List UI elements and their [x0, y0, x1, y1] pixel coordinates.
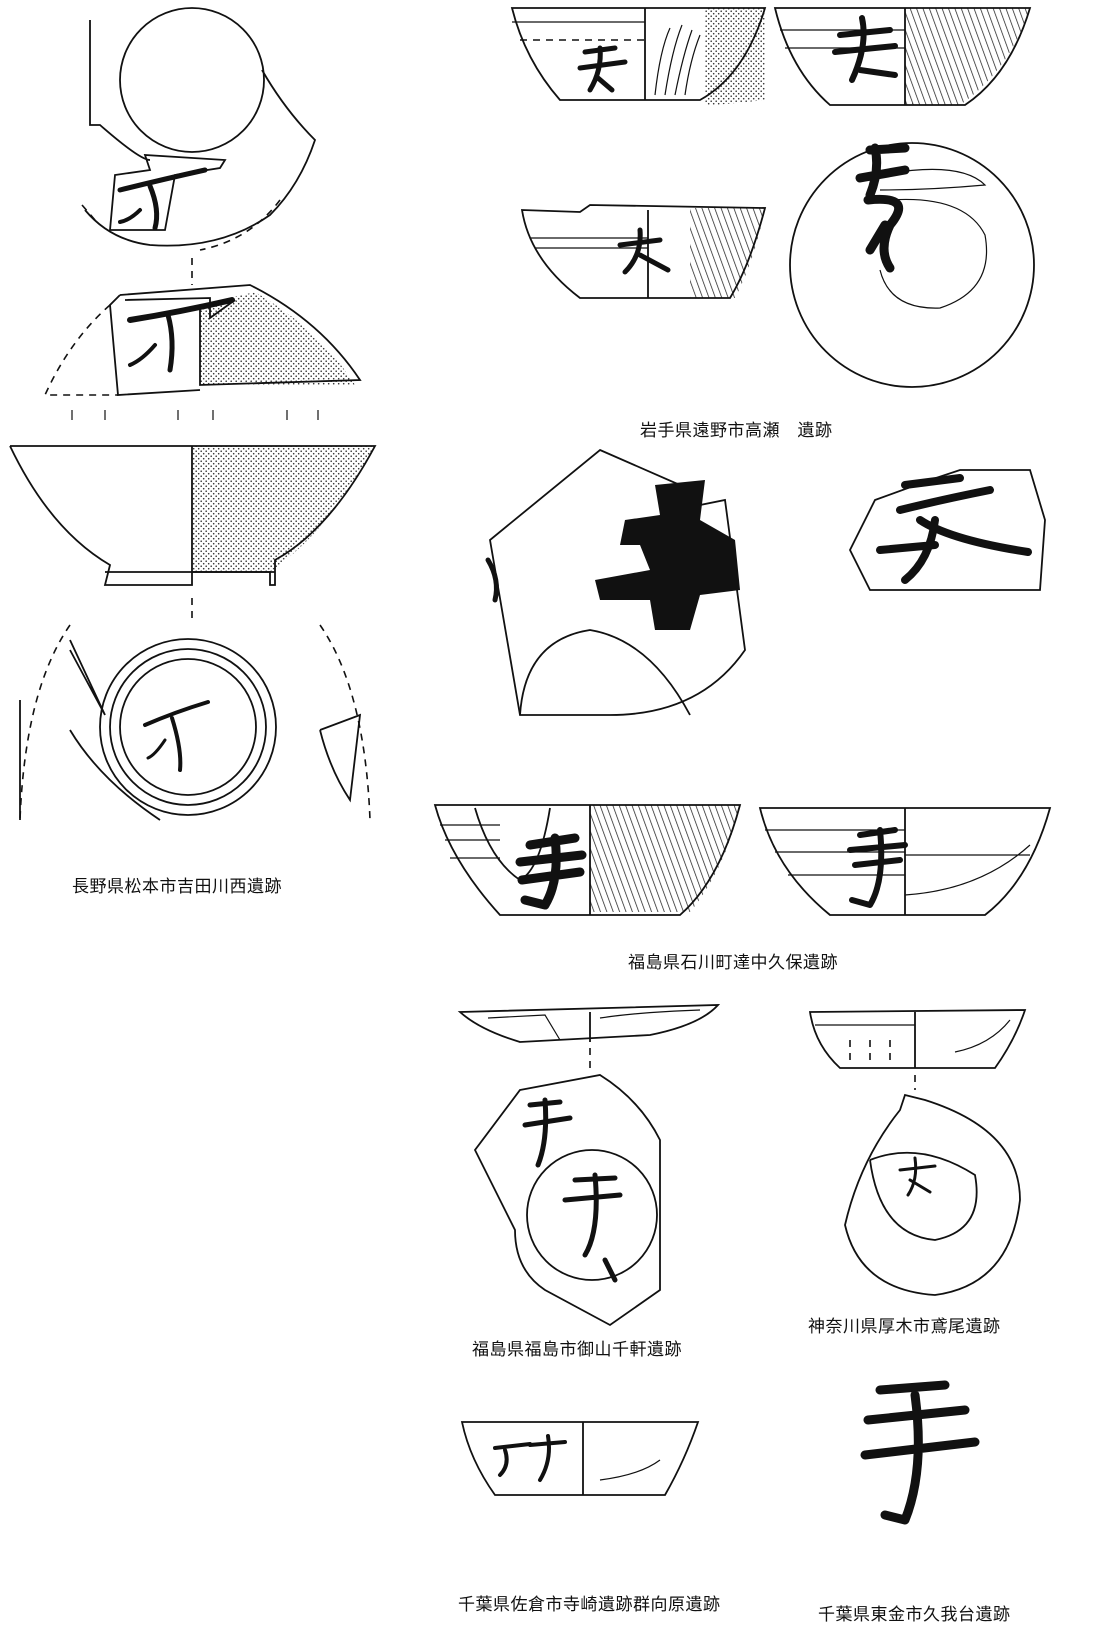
nagano-profile-section — [9, 445, 377, 586]
nagano-bowl-drawing — [9, 7, 377, 821]
iwate-bowls-drawing — [510, 7, 1035, 388]
chiba-sakura-drawing — [460, 1421, 700, 1496]
chiba-togane-drawing — [860, 1380, 980, 1525]
caption-kanagawa: 神奈川県厚木市鳶尾遺跡 — [808, 1317, 1001, 1337]
small-inked-sherd — [848, 469, 1046, 591]
nagano-top-fragment — [81, 7, 317, 251]
caption-fukushima-fukushima: 福島県福島市御山千軒遺跡 — [472, 1340, 682, 1360]
nagano-middle-fragment — [43, 284, 362, 420]
ink-fragments-drawing — [485, 448, 1046, 716]
caption-iwate: 岩手県遠野市高瀬 遺跡 — [640, 421, 833, 441]
large-inked-sherd — [485, 448, 746, 716]
tobio-profile — [808, 1009, 1027, 1069]
fukushima-ishikawa-bowls-drawing — [433, 804, 1052, 916]
iwate-base-view — [789, 142, 1035, 388]
ishikawa-bowl-1 — [433, 804, 742, 916]
iwate-bowl-3 — [520, 204, 767, 299]
nagano-scale-ticks — [71, 410, 319, 420]
iwate-bowl-1 — [510, 7, 767, 105]
fukushima-fukushima-drawing — [457, 1004, 721, 1327]
nagano-base-view — [19, 624, 371, 821]
caption-chiba-sakura: 千葉県佐倉市寺崎遺跡群向原遺跡 — [458, 1595, 721, 1615]
caption-chiba-togane: 千葉県東金市久我台遺跡 — [818, 1605, 1011, 1625]
ishikawa-bowl-2 — [758, 807, 1052, 916]
onyama-base-view — [473, 1074, 661, 1327]
onyama-profile — [457, 1004, 721, 1043]
caption-fukushima-ishikawa: 福島県石川町達中久保遺跡 — [628, 953, 838, 973]
tobio-base-view — [844, 1093, 1021, 1296]
iwate-bowl-2 — [773, 7, 1032, 106]
kanagawa-drawing — [808, 1009, 1027, 1296]
caption-nagano: 長野県松本市吉田川西遺跡 — [72, 877, 282, 897]
